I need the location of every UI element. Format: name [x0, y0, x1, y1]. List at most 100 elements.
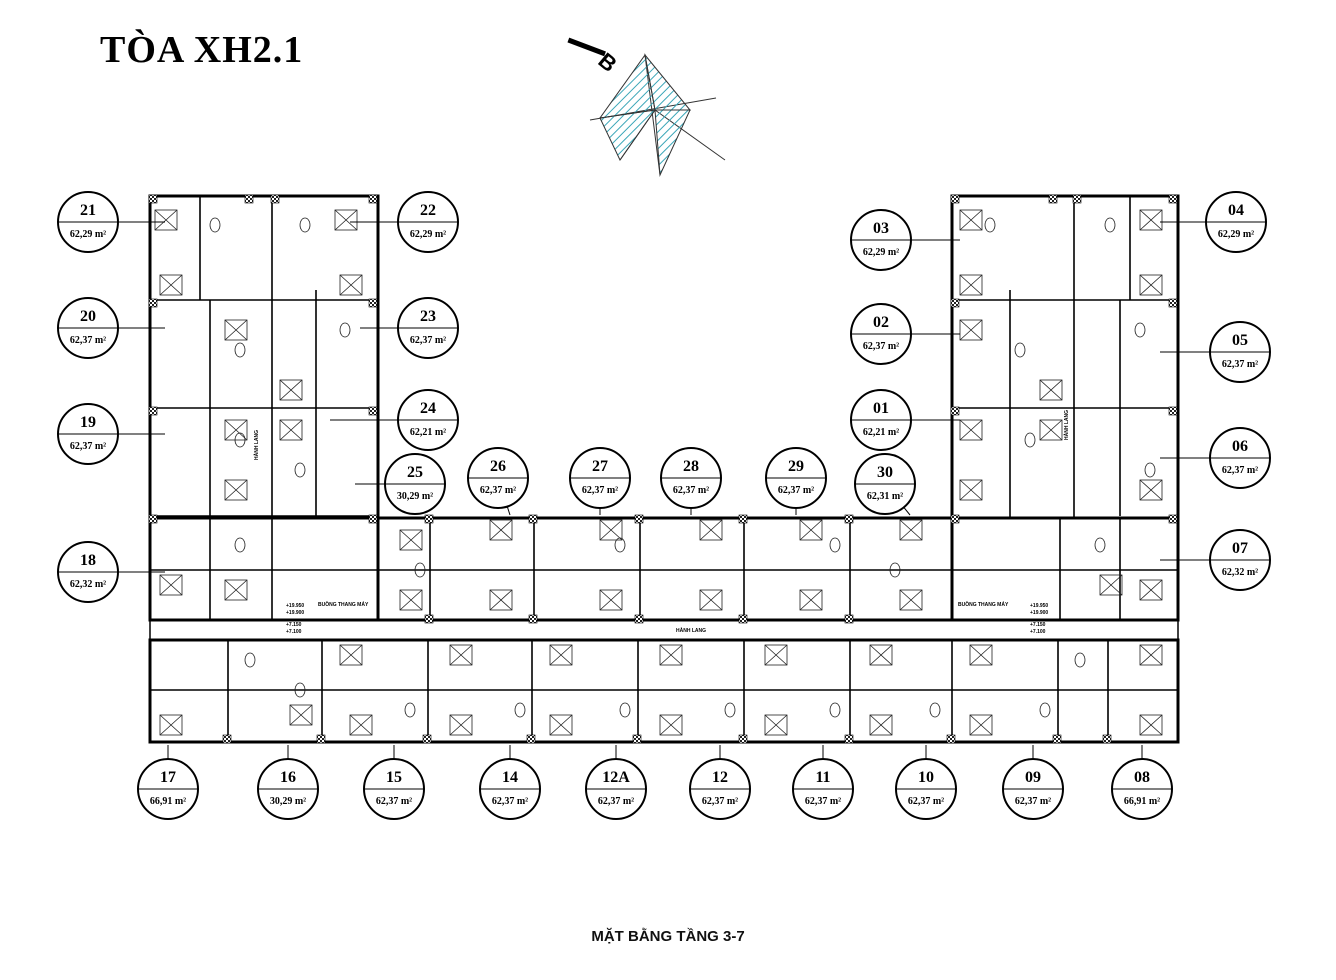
- unit-number: 12: [712, 769, 728, 786]
- compass: B: [567, 37, 726, 177]
- unit-area: 62,37 m²: [410, 335, 446, 346]
- unit-callout-27[interactable]: 27 62,37 m²: [569, 447, 631, 509]
- level-right-2: +19.900: [1030, 610, 1048, 616]
- unit-number: 02: [873, 314, 889, 331]
- unit-number: 16: [280, 769, 296, 786]
- unit-area: 62,37 m²: [863, 341, 899, 352]
- unit-area: 62,37 m²: [598, 796, 634, 807]
- unit-callout-26[interactable]: 26 62,37 m²: [467, 447, 529, 509]
- unit-number: 18: [80, 552, 96, 569]
- unit-number: 19: [80, 414, 96, 431]
- unit-callout-29[interactable]: 29 62,37 m²: [765, 447, 827, 509]
- unit-area: 62,37 m²: [480, 485, 516, 496]
- lift-label-left: BUỒNG THANG MÁY: [318, 601, 369, 608]
- unit-callout-01[interactable]: 01 62,21 m²: [850, 389, 912, 451]
- unit-callout-25[interactable]: 25 30,29 m²: [384, 453, 446, 515]
- unit-number: 29: [788, 458, 804, 475]
- unit-number: 27: [592, 458, 608, 475]
- unit-callout-10[interactable]: 10 62,37 m²: [895, 758, 957, 820]
- unit-callout-14[interactable]: 14 62,37 m²: [479, 758, 541, 820]
- unit-number: 12A: [602, 769, 630, 786]
- unit-area: 30,29 m²: [397, 491, 433, 502]
- level-left-3: +7.150: [286, 622, 302, 628]
- building-title: TÒA XH2.1: [100, 29, 304, 71]
- unit-callout-28[interactable]: 28 62,37 m²: [660, 447, 722, 509]
- unit-callout-11[interactable]: 11 62,37 m²: [792, 758, 854, 820]
- unit-callout-15[interactable]: 15 62,37 m²: [363, 758, 425, 820]
- unit-number: 04: [1228, 202, 1244, 219]
- unit-number: 20: [80, 308, 96, 325]
- unit-area: 30,29 m²: [270, 796, 306, 807]
- unit-area: 62,37 m²: [805, 796, 841, 807]
- unit-number: 21: [80, 202, 96, 219]
- unit-area: 62,37 m²: [673, 485, 709, 496]
- unit-number: 07: [1232, 540, 1248, 557]
- unit-number: 06: [1232, 438, 1248, 455]
- unit-callout-08[interactable]: 08 66,91 m²: [1111, 758, 1173, 820]
- level-left-4: +7.100: [286, 629, 302, 635]
- corridor-label-right: HÀNH LANG: [1063, 410, 1070, 440]
- unit-area: 62,37 m²: [582, 485, 618, 496]
- unit-number: 17: [160, 769, 176, 786]
- unit-callout-18[interactable]: 18 62,32 m²: [57, 541, 119, 603]
- level-right-1: +19.950: [1030, 603, 1048, 609]
- corridor-label-left: HÀNH LANG: [253, 430, 260, 460]
- unit-number: 28: [683, 458, 699, 475]
- unit-area: 62,37 m²: [376, 796, 412, 807]
- unit-area: 62,21 m²: [410, 427, 446, 438]
- level-right-4: +7.100: [1030, 629, 1046, 635]
- unit-area: 62,37 m²: [778, 485, 814, 496]
- unit-number: 14: [502, 769, 518, 786]
- lift-label-right: BUỒNG THANG MÁY: [958, 601, 1009, 608]
- unit-number: 15: [386, 769, 402, 786]
- building-outline: [148, 194, 1180, 744]
- unit-area: 62,21 m²: [863, 427, 899, 438]
- unit-callout-17[interactable]: 17 66,91 m²: [137, 758, 199, 820]
- unit-area: 62,29 m²: [410, 229, 446, 240]
- unit-callout-09[interactable]: 09 62,37 m²: [1002, 758, 1064, 820]
- unit-number: 11: [815, 769, 830, 786]
- unit-area: 62,29 m²: [70, 229, 106, 240]
- unit-callout-24[interactable]: 24 62,21 m²: [397, 389, 459, 451]
- unit-number: 25: [407, 464, 423, 481]
- unit-area: 62,37 m²: [1222, 359, 1258, 370]
- unit-callout-04[interactable]: 04 62,29 m²: [1205, 191, 1267, 253]
- unit-callout-16[interactable]: 16 30,29 m²: [257, 758, 319, 820]
- unit-number: 09: [1025, 769, 1041, 786]
- unit-number: 10: [918, 769, 934, 786]
- unit-callout-02[interactable]: 02 62,37 m²: [850, 303, 912, 365]
- floor-caption: MẶT BẰNG TẦNG 3-7: [591, 928, 745, 945]
- unit-area: 62,31 m²: [867, 491, 903, 502]
- unit-area: 62,37 m²: [1015, 796, 1051, 807]
- unit-number: 24: [420, 400, 436, 417]
- unit-area: 62,29 m²: [1218, 229, 1254, 240]
- unit-area: 62,37 m²: [908, 796, 944, 807]
- unit-number: 26: [490, 458, 506, 475]
- unit-area: 66,91 m²: [150, 796, 186, 807]
- unit-area: 62,37 m²: [492, 796, 528, 807]
- level-left-2: +19.900: [286, 610, 304, 616]
- unit-area: 66,91 m²: [1124, 796, 1160, 807]
- level-left-1: +19.950: [286, 603, 304, 609]
- unit-callout-12A[interactable]: 12A 62,37 m²: [585, 758, 647, 820]
- unit-callout-21[interactable]: 21 62,29 m²: [57, 191, 119, 253]
- level-right-3: +7.150: [1030, 622, 1046, 628]
- unit-number: 03: [873, 220, 889, 237]
- unit-number: 08: [1134, 769, 1150, 786]
- unit-area: 62,37 m²: [70, 441, 106, 452]
- unit-number: 01: [873, 400, 889, 417]
- unit-callout-19[interactable]: 19 62,37 m²: [57, 403, 119, 465]
- corridor-label-main: HÀNH LANG: [676, 627, 706, 634]
- plan-annotations: HÀNH LANG HÀNH LANG HÀNH LANG BUỒNG THAN…: [253, 410, 1070, 635]
- unit-area: 62,32 m²: [70, 579, 106, 590]
